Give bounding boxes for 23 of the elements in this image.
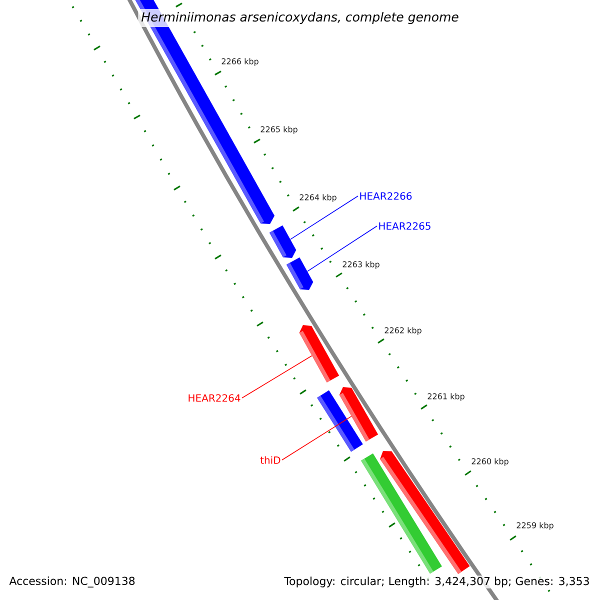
genome-info: Topology: circular; Length: 3,424,307 bp; Genes: 3,353 xyxy=(283,576,591,588)
tick-label: 2259 kbp xyxy=(516,522,554,530)
gene-label: HEAR2265 xyxy=(379,222,430,230)
gene-feature xyxy=(269,225,296,258)
gene-label: HEAR2266 xyxy=(360,192,412,200)
tick-label: 2262 kbp xyxy=(384,327,422,335)
tick-label: 2263 kbp xyxy=(342,261,380,269)
leader-line xyxy=(290,196,358,240)
leader-line xyxy=(242,355,312,398)
gene-feature xyxy=(286,257,314,290)
gene-feature xyxy=(361,453,442,574)
tick-label: 2266 kbp xyxy=(222,58,258,66)
tick-label: 2261 kbp xyxy=(428,393,464,401)
gene-label: thiD xyxy=(260,456,280,464)
gene-feature xyxy=(299,325,340,382)
accession-label: Accession: NC_009138 xyxy=(8,576,136,588)
tick-label: 2265 kbp xyxy=(260,126,298,134)
title: Herminiimonas arsenicoxydans, complete genome xyxy=(138,8,462,28)
leader-line xyxy=(282,416,352,460)
gene-feature xyxy=(339,387,378,442)
gene-label: HEAR2264 xyxy=(188,394,240,402)
leader-line xyxy=(307,226,378,272)
tick-label: 2264 kbp xyxy=(300,194,336,202)
